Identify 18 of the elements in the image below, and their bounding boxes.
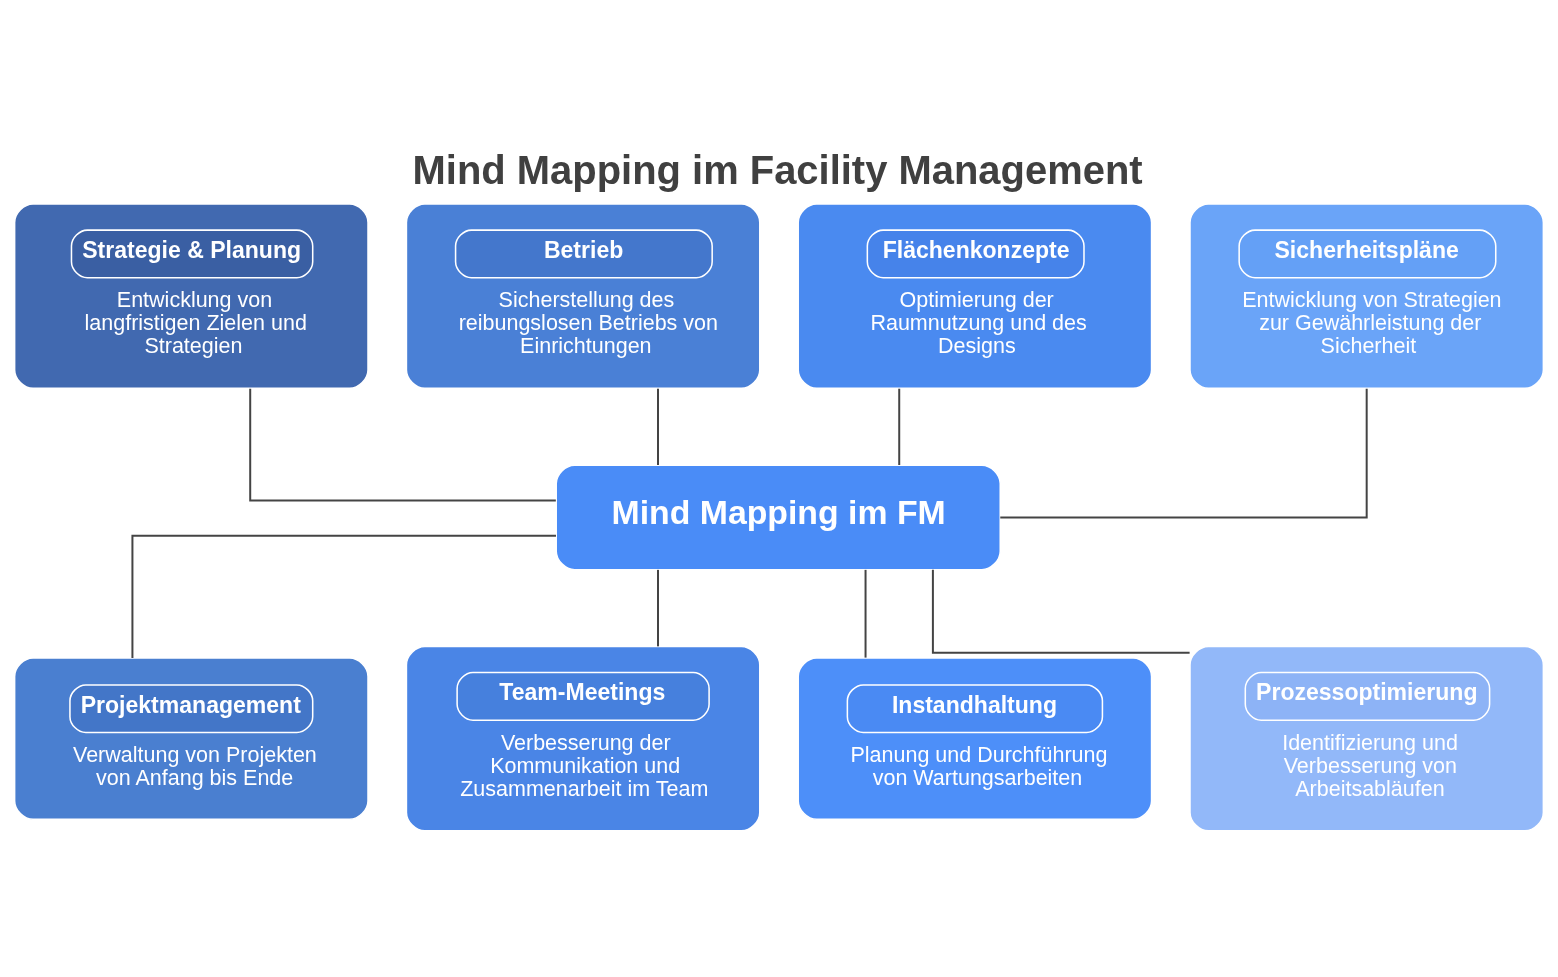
- connector: [931, 568, 1191, 654]
- node-box: Instandhaltung Planung und Durchführung von Wartungsarbeiten: [797, 656, 1153, 820]
- connector: [898, 387, 901, 466]
- node-box: Team-Meetings Verbesserung der Kommunikation und Zusammenarbeit im Team: [405, 645, 761, 832]
- connector: [657, 387, 659, 466]
- node-box: Betrieb Sicherstellung des reibungslosen Betriebs von Einrichtungen: [405, 202, 761, 389]
- node-box: Mind Mapping im FM: [555, 463, 1001, 570]
- connector: [864, 568, 867, 659]
- connector: [249, 387, 557, 501]
- node-box: Prozessoptimierung Identifizierung und Verbesserung von Arbeitsabläufen: [1189, 645, 1545, 832]
- diagram-title: Mind Mapping im Facility Management: [412, 147, 1143, 192]
- connector: [131, 534, 557, 659]
- node-box: Projektmanagement Verwaltung von Projekten von Anfang bis Ende: [13, 656, 369, 820]
- node-box: Strategie & Planung Entwicklung von langfristigen Zielen und Strategien: [13, 202, 369, 389]
- node-box: Sicherheitspläne Entwicklung von Strategien zur Gewährleistung der Sicherheit: [1189, 202, 1545, 389]
- connector: [999, 387, 1368, 518]
- node-box: Flächenkonzepte Optimierung der Raumnutzung und des Designs: [797, 202, 1153, 389]
- connector: [657, 568, 659, 647]
